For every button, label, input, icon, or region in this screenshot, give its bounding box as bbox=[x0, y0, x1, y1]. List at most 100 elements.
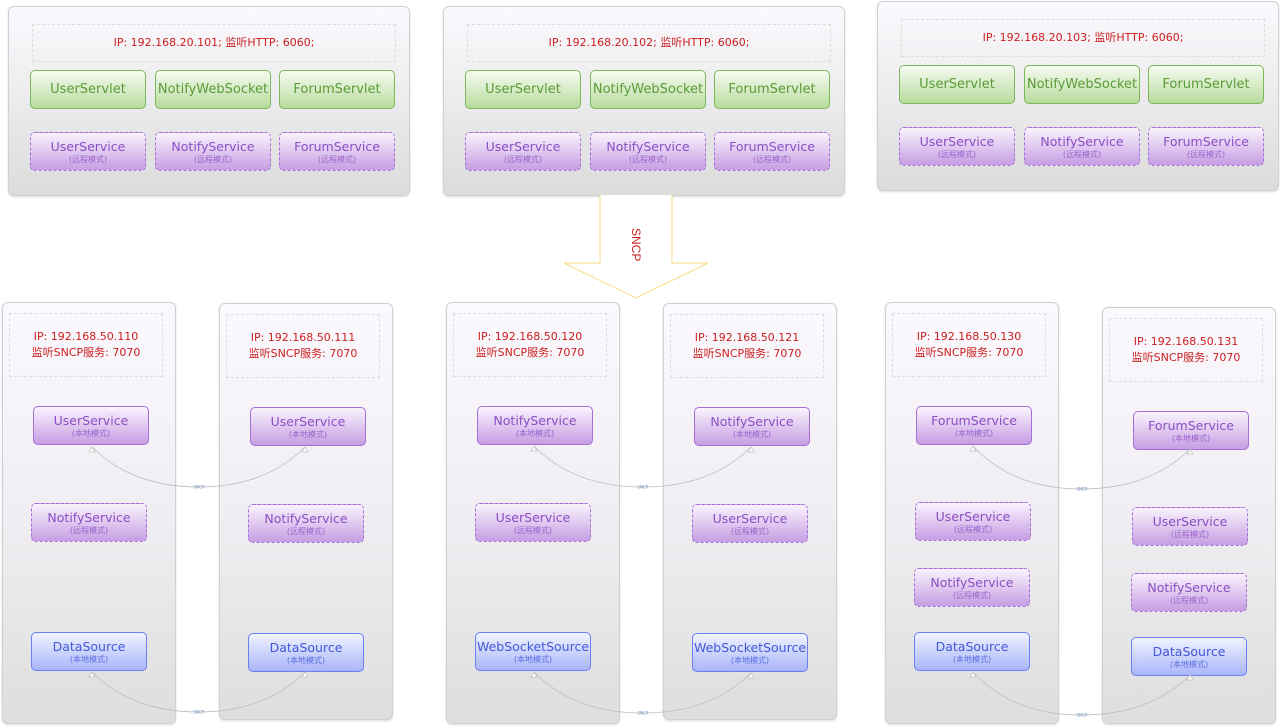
node-mode: (远程模式) bbox=[193, 154, 233, 164]
node-mode: (本地模式) bbox=[71, 428, 111, 438]
node-name: ForumServlet bbox=[728, 82, 816, 97]
http-server-panel: IP: 192.168.20.103; 监听HTTP: 6060;UserSer… bbox=[877, 1, 1279, 191]
node-mode: (本地模式) bbox=[513, 654, 553, 664]
local-service-node[interactable]: UserService(本地模式) bbox=[250, 407, 366, 446]
remote-service-node[interactable]: NotifyService(远程模式) bbox=[1131, 573, 1247, 612]
remote-service-node[interactable]: NotifyService(远程模式) bbox=[1024, 127, 1140, 166]
node-name: NotifyService bbox=[493, 412, 577, 428]
node-mode: (远程模式) bbox=[513, 525, 553, 535]
servlet-node[interactable]: UserServlet bbox=[899, 65, 1015, 104]
remote-service-node[interactable]: UserService(远程模式) bbox=[465, 132, 581, 171]
source-service-node[interactable]: WebSocketSource(本地模式) bbox=[692, 633, 808, 672]
remote-service-node[interactable]: ForumService(远程模式) bbox=[1148, 127, 1264, 166]
node-name: ForumService bbox=[1148, 417, 1234, 433]
node-name: NotifyService bbox=[171, 138, 255, 154]
node-mode: (本地模式) bbox=[730, 655, 770, 665]
connector-label: SNCP bbox=[194, 485, 205, 490]
local-service-node[interactable]: NotifyService(本地模式) bbox=[477, 406, 593, 445]
node-mode: (本地模式) bbox=[288, 429, 328, 439]
port-text: 监听SNCP服务: 7070 bbox=[692, 347, 802, 360]
node-mode: (本地模式) bbox=[732, 429, 772, 439]
server-ip-label: IP: 192.168.20.102; 监听HTTP: 6060; bbox=[467, 24, 831, 62]
ip-text: IP: 192.168.50.130 bbox=[916, 330, 1022, 343]
node-ip-label: IP: 192.168.50.131 监听SNCP服务: 7070 bbox=[1109, 318, 1263, 382]
remote-service-node[interactable]: UserService(远程模式) bbox=[899, 127, 1015, 166]
node-mode: (远程模式) bbox=[68, 154, 108, 164]
ip-text: IP: 192.168.50.110 bbox=[33, 330, 139, 343]
port-text: 监听SNCP服务: 7070 bbox=[1131, 351, 1241, 364]
remote-service-node[interactable]: UserService(远程模式) bbox=[1132, 507, 1248, 546]
connector-label: SNCP bbox=[1077, 713, 1088, 718]
connector-label: SNCP bbox=[638, 711, 649, 716]
node-name: NotifyService bbox=[1147, 579, 1231, 595]
node-name: UserServlet bbox=[50, 82, 126, 97]
servlet-node[interactable]: NotifyWebSocket bbox=[1024, 65, 1140, 104]
node-mode: (远程模式) bbox=[317, 154, 357, 164]
source-service-node[interactable]: DataSource(本地模式) bbox=[1131, 637, 1247, 676]
remote-service-node[interactable]: UserService(远程模式) bbox=[475, 503, 591, 542]
node-name: NotifyWebSocket bbox=[157, 82, 269, 97]
servlet-node[interactable]: ForumServlet bbox=[279, 70, 395, 109]
remote-service-node[interactable]: NotifyService(远程模式) bbox=[31, 503, 147, 542]
servlet-node[interactable]: NotifyWebSocket bbox=[590, 70, 706, 109]
servlet-node[interactable]: ForumServlet bbox=[1148, 65, 1264, 104]
remote-service-node[interactable]: ForumService(远程模式) bbox=[714, 132, 830, 171]
sncp-arrow bbox=[563, 195, 709, 299]
node-mode: (本地模式) bbox=[69, 654, 109, 664]
node-name: ForumServlet bbox=[1162, 77, 1250, 92]
node-name: UserServlet bbox=[485, 82, 561, 97]
node-name: NotifyService bbox=[264, 510, 348, 526]
node-mode: (远程模式) bbox=[1062, 149, 1102, 159]
node-name: UserService bbox=[935, 508, 1011, 524]
node-name: UserService bbox=[270, 413, 346, 429]
servlet-node[interactable]: UserServlet bbox=[465, 70, 581, 109]
node-mode: (远程模式) bbox=[953, 524, 993, 534]
ip-text: IP: 192.168.50.131 bbox=[1133, 335, 1239, 348]
server-ip-label: IP: 192.168.20.101; 监听HTTP: 6060; bbox=[32, 24, 396, 62]
remote-service-node[interactable]: UserService(远程模式) bbox=[915, 502, 1031, 541]
remote-service-node[interactable]: NotifyService(远程模式) bbox=[248, 504, 364, 543]
source-service-node[interactable]: WebSocketSource(本地模式) bbox=[475, 632, 591, 671]
remote-service-node[interactable]: NotifyService(远程模式) bbox=[155, 132, 271, 171]
servlet-node[interactable]: ForumServlet bbox=[714, 70, 830, 109]
servlet-node[interactable]: UserServlet bbox=[30, 70, 146, 109]
node-name: ForumService bbox=[931, 412, 1017, 428]
node-name: NotifyWebSocket bbox=[592, 82, 704, 97]
node-mode: (远程模式) bbox=[628, 154, 668, 164]
source-service-node[interactable]: DataSource(本地模式) bbox=[31, 632, 147, 671]
node-mode: (本地模式) bbox=[515, 428, 555, 438]
local-service-node[interactable]: ForumService(本地模式) bbox=[916, 406, 1032, 445]
node-name: UserService bbox=[53, 412, 129, 428]
ip-text: IP: 192.168.20.102; 监听HTTP: 6060; bbox=[548, 36, 750, 49]
node-name: UserService bbox=[50, 138, 126, 154]
node-name: NotifyService bbox=[1040, 133, 1124, 149]
node-name: WebSocketSource bbox=[693, 639, 807, 655]
remote-service-node[interactable]: NotifyService(远程模式) bbox=[914, 568, 1030, 607]
node-mode: (远程模式) bbox=[752, 154, 792, 164]
node-mode: (远程模式) bbox=[1170, 529, 1210, 539]
node-mode: (本地模式) bbox=[1169, 659, 1209, 669]
http-server-panel: IP: 192.168.20.101; 监听HTTP: 6060; UserSer… bbox=[8, 6, 410, 196]
remote-service-node[interactable]: UserService(远程模式) bbox=[692, 504, 808, 543]
source-service-node[interactable]: DataSource(本地模式) bbox=[248, 633, 364, 672]
ip-text: IP: 192.168.50.120 bbox=[477, 330, 583, 343]
servlet-node[interactable]: NotifyWebSocket bbox=[155, 70, 271, 109]
node-mode: (远程模式) bbox=[937, 149, 977, 159]
local-service-node[interactable]: UserService(本地模式) bbox=[33, 406, 149, 445]
remote-service-node[interactable]: NotifyService(远程模式) bbox=[590, 132, 706, 171]
connector-label: SNCP bbox=[1077, 487, 1088, 492]
remote-service-node[interactable]: ForumService(远程模式) bbox=[279, 132, 395, 171]
local-service-node[interactable]: NotifyService(本地模式) bbox=[694, 407, 810, 446]
node-name: ForumServlet bbox=[293, 82, 381, 97]
remote-service-node[interactable]: UserService(远程模式) bbox=[30, 132, 146, 171]
source-service-node[interactable]: DataSource(本地模式) bbox=[914, 632, 1030, 671]
node-name: UserService bbox=[712, 510, 788, 526]
local-service-node[interactable]: ForumService(本地模式) bbox=[1133, 411, 1249, 450]
node-name: NotifyWebSocket bbox=[1026, 77, 1138, 92]
